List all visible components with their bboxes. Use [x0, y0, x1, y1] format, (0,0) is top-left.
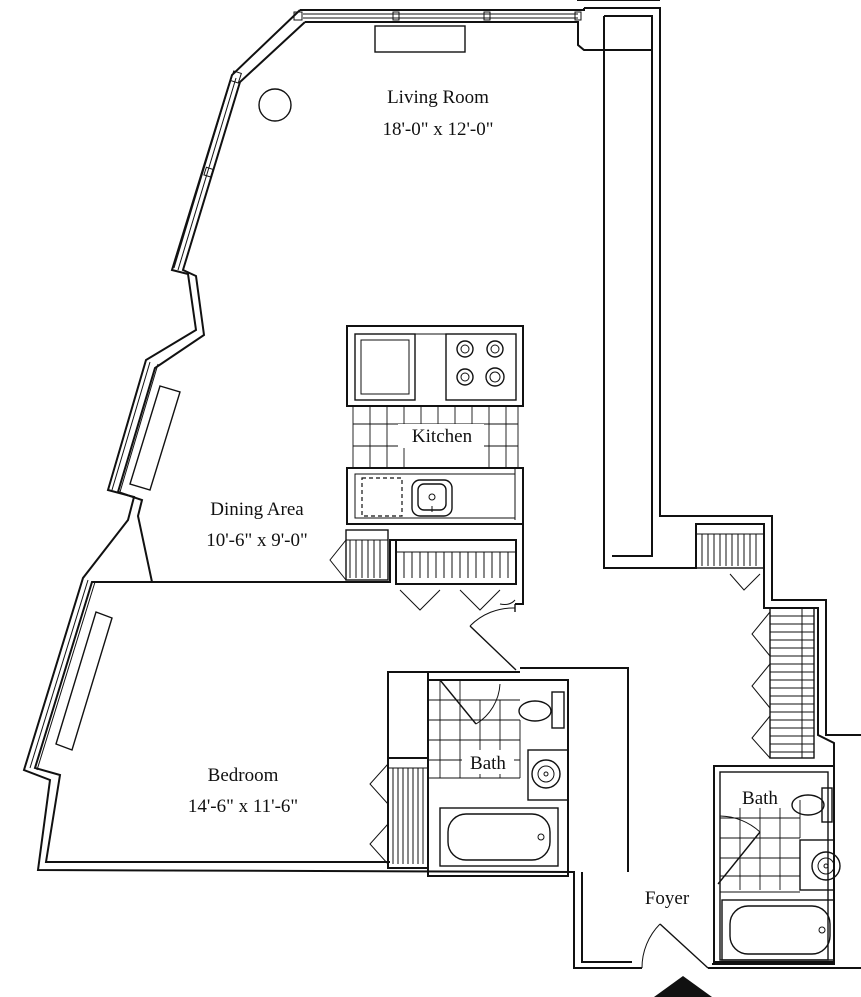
column	[258, 88, 292, 122]
vanity-2-icon	[799, 839, 841, 891]
kitchen-block	[346, 325, 524, 605]
living-room-size: 18'-0" x 12'-0"	[382, 119, 493, 140]
vanity-1-icon	[527, 749, 569, 801]
toilet-2-icon	[791, 787, 833, 823]
bedroom-name: Bedroom	[208, 765, 279, 786]
living-room-name: Living Room	[387, 87, 489, 108]
inner-wall-west	[33, 21, 390, 863]
entry-door	[632, 923, 716, 969]
kitchen-name: Kitchen	[412, 426, 473, 447]
foyer-closets	[695, 523, 815, 759]
dining-closet	[150, 529, 517, 671]
bedroom-size: 14'-6" x 11'-6"	[188, 796, 298, 817]
radiator-2	[55, 611, 113, 751]
outer-wall-top	[300, 8, 585, 11]
dining-area-name: Dining Area	[210, 499, 304, 520]
bathtub-1-icon	[439, 807, 559, 867]
bathtub-2-icon	[721, 899, 835, 961]
dishwasher	[361, 477, 403, 517]
range	[445, 333, 517, 401]
heater-unit	[374, 25, 466, 53]
foyer-south-wall	[581, 872, 632, 963]
entrance-arrow-icon	[654, 976, 712, 997]
exterior-walls	[22, 0, 861, 969]
bath-1-name: Bath	[470, 753, 506, 774]
refrigerator	[354, 333, 416, 401]
bath-2-name: Bath	[742, 788, 778, 809]
inner-wall-east	[604, 15, 653, 557]
kitchen-sink-icon	[411, 479, 453, 517]
radiator-1	[129, 385, 181, 491]
toilet-1-icon	[518, 691, 565, 729]
bath-1-block	[369, 667, 629, 877]
labels: Living Room 18'-0" x 12'-0" Kitchen Dini…	[188, 87, 786, 909]
outer-wall-east	[584, 7, 861, 736]
bath-2-block	[713, 765, 841, 963]
east-step-wall	[603, 16, 835, 965]
outer-wall-west	[22, 9, 632, 969]
foyer-name: Foyer	[645, 888, 690, 909]
burner-icons	[456, 340, 505, 387]
dining-area-size: 10'-6" x 9'-0"	[206, 530, 308, 551]
